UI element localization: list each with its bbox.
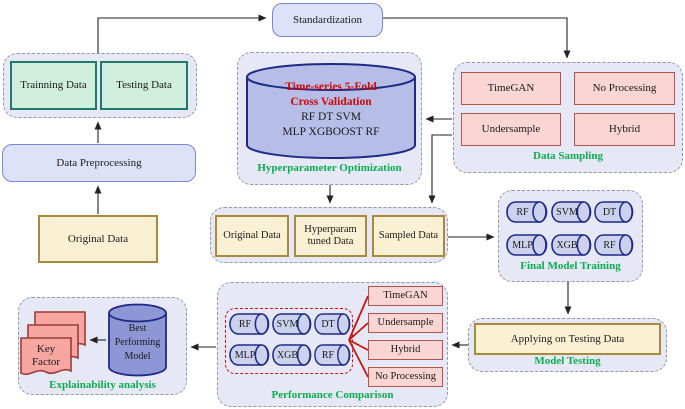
cmp-undersample-node: Undersample — [368, 313, 443, 333]
model-testing-label: Model Testing — [534, 355, 601, 367]
data-preprocessing-node: Data Preprocessing — [2, 144, 196, 182]
model-label: DT — [602, 206, 617, 218]
connector-sampling-datasets — [428, 134, 452, 204]
dataset-hyperparam-node: Hyperparam tuned Data — [294, 215, 367, 257]
training-data-node: Trainning Data — [10, 61, 97, 110]
hybrid-node: Hybrid — [574, 113, 675, 146]
cv-line-3: RF DT SVM — [301, 111, 361, 123]
standardization-node: Standardization — [272, 3, 383, 37]
model-label: RF — [238, 318, 252, 330]
key-factor-text: Key Factor — [31, 342, 61, 368]
hyperparameter-optimization-label: Hyperparameter Optimization — [257, 162, 402, 174]
data-sampling-label: Data Sampling — [533, 150, 603, 162]
cmp-cylinder-xgb1: XGB — [272, 344, 312, 366]
model-label: DT — [321, 318, 335, 330]
key-factor-cards — [20, 311, 86, 383]
cross-validation-text: Time-series 5-Fold Cross Validation RF D… — [245, 80, 417, 140]
model-label: SVM — [556, 206, 578, 218]
undersample-node: Undersample — [461, 113, 561, 146]
model-label: RF — [603, 239, 616, 251]
cmp-cylinder-dt1: DT — [314, 313, 351, 335]
cross-validation-cylinder — [245, 62, 417, 160]
cmp-hybrid-node: Hybrid — [368, 340, 443, 360]
cmp-cylinder-svm1: SVM — [272, 313, 312, 335]
model-cylinder-dt1: DT — [594, 201, 634, 223]
model-cylinder-rf1: RF — [506, 201, 548, 223]
performance-comparison-label: Performance Comparison — [271, 389, 394, 401]
model-cylinder-rf2: RF — [594, 234, 634, 256]
cmp-cylinder-rf1: RF — [229, 313, 270, 335]
model-label: XGB — [276, 349, 299, 361]
model-cylinder-mlp1: MLP — [506, 234, 548, 256]
explainability-label: Explainability analysis — [49, 379, 156, 391]
dataset-original-node: Original Data — [215, 215, 289, 257]
model-label: XGB — [556, 239, 578, 251]
cv-line-1: Time-series 5-Fold — [285, 81, 377, 93]
cmp-timegan-node: TimeGAN — [368, 286, 443, 306]
model-cylinder-svm1: SVM — [551, 201, 592, 223]
model-label: MLP — [234, 349, 256, 361]
cv-line-4: MLP XGBOOST RF — [282, 126, 380, 138]
model-label: RF — [321, 349, 335, 361]
model-label: SVM — [276, 318, 299, 330]
model-label: MLP — [512, 239, 533, 251]
model-cylinder-xgb1: XGB — [551, 234, 592, 256]
dataset-sampled-node: Sampled Data — [372, 215, 445, 257]
best-model-cylinder — [107, 303, 168, 378]
final-model-training-label: Final Model Training — [520, 260, 621, 272]
cmp-no-processing-node: No Processing — [368, 367, 443, 387]
model-label: RF — [516, 206, 529, 218]
testing-data-node: Testing Data — [100, 61, 188, 110]
connector-traintest-standardization — [97, 14, 267, 53]
original-data-node: Original Data — [38, 215, 158, 263]
cmp-cylinder-mlp1: MLP — [229, 344, 270, 366]
cv-line-2: Cross Validation — [290, 96, 372, 108]
cmp-cylinder-rf2: RF — [314, 344, 351, 366]
best-model-text: Best Performing Model — [114, 323, 161, 362]
timegan-node: TimeGAN — [461, 72, 561, 105]
no-processing-node: No Processing — [574, 72, 675, 105]
applying-testing-node: Applying on Testing Data — [474, 323, 661, 355]
